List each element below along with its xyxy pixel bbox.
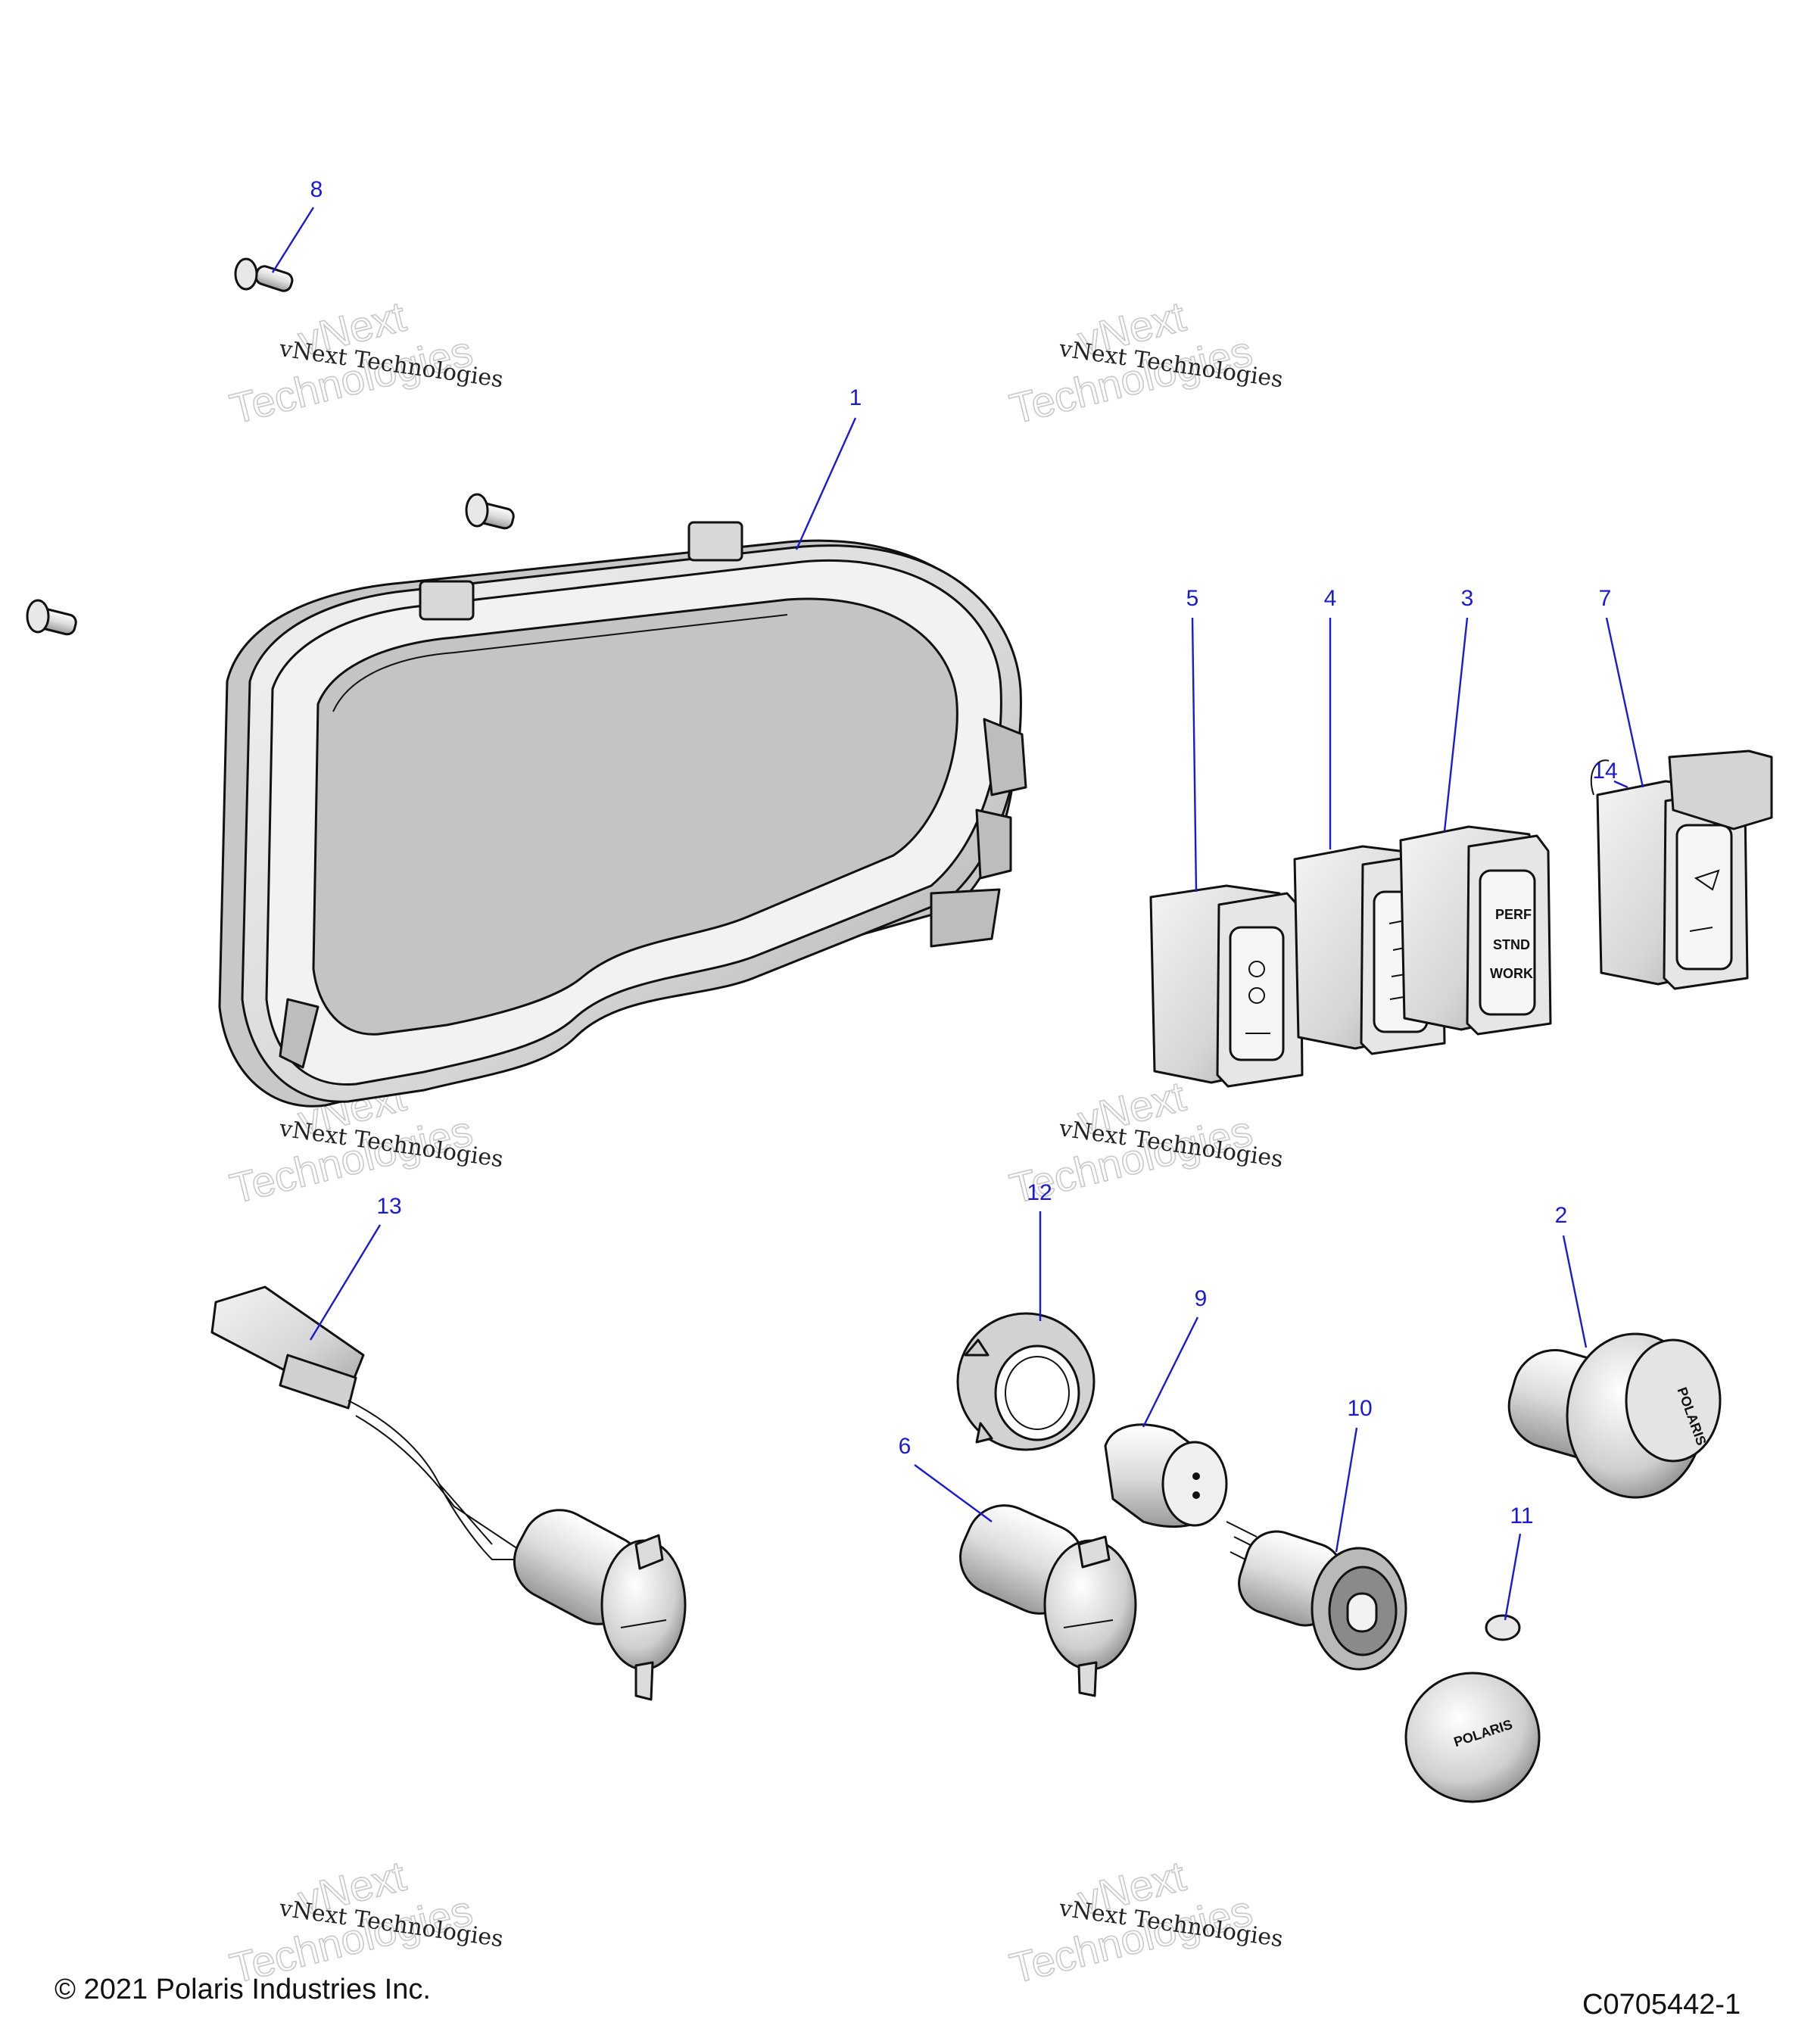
callout-4: 4 xyxy=(1324,586,1337,849)
callout-number: 14 xyxy=(1592,759,1617,784)
switch-3-label-work: WORK xyxy=(1490,966,1533,981)
callout-number: 5 xyxy=(1186,586,1199,611)
callout-number: 8 xyxy=(310,177,323,202)
callout-2: 2 xyxy=(1555,1203,1588,1348)
screw xyxy=(465,493,515,530)
instrument-cluster xyxy=(218,521,1027,1108)
callout-8: 8 xyxy=(271,177,323,273)
callout-leader-line xyxy=(271,207,315,273)
watermark: Technologies vNext vNext Technologies xyxy=(225,291,505,433)
callout-leader-line xyxy=(1504,1533,1522,1621)
watermark: Technologies vNext vNext Technologies xyxy=(225,1851,505,1993)
callout-number: 3 xyxy=(1461,586,1474,611)
callout-leader-line xyxy=(1443,617,1469,832)
power-socket xyxy=(959,1504,1137,1697)
callout-12: 12 xyxy=(1027,1180,1052,1321)
rocker-switch-7 xyxy=(1590,749,1773,990)
usb-charger xyxy=(1226,1521,1407,1671)
callout-leader-line xyxy=(795,417,857,550)
power-harness xyxy=(210,1285,687,1701)
callout-leader-line xyxy=(1142,1316,1199,1428)
callout-11: 11 xyxy=(1504,1503,1534,1621)
watermark: Technologies vNext vNext Technologies xyxy=(1005,1851,1285,1993)
power-socket-harness-end xyxy=(513,1509,687,1701)
switch-3-label-perf: PERF xyxy=(1495,907,1532,922)
callout-number: 7 xyxy=(1599,586,1612,611)
key-switch: POLARIS xyxy=(1507,1332,1722,1499)
callout-number: 12 xyxy=(1027,1180,1052,1205)
screw xyxy=(26,599,77,636)
switch-3-label-stnd: STND xyxy=(1493,937,1530,952)
usb-cap: POLARIS xyxy=(1404,1614,1541,1803)
callout-leader-line xyxy=(1605,617,1644,788)
diagram-number: C0705442-1 xyxy=(1582,1989,1741,2021)
callout-6: 6 xyxy=(899,1434,993,1522)
rocker-switch-3: PERF STND WORK xyxy=(1399,825,1552,1036)
knob xyxy=(1104,1423,1228,1528)
screw xyxy=(234,257,294,292)
callout-leader-line xyxy=(1613,780,1628,789)
callout-leader-line xyxy=(1191,617,1198,893)
rocker-switch-5 xyxy=(1149,884,1304,1088)
callout-leader-line xyxy=(1562,1235,1588,1348)
callout-number: 4 xyxy=(1324,586,1337,611)
watermark: Technologies vNext vNext Technologies xyxy=(1005,291,1285,433)
callout-number: 2 xyxy=(1555,1203,1568,1228)
callout-1: 1 xyxy=(795,385,862,550)
callout-leader-line xyxy=(309,1224,382,1341)
callout-leader-line xyxy=(914,1464,993,1522)
callout-3: 3 xyxy=(1443,586,1474,832)
copyright-text: © 2021 Polaris Industries Inc. xyxy=(55,1974,431,2005)
callout-number: 13 xyxy=(376,1194,401,1219)
callout-number: 6 xyxy=(899,1434,912,1459)
callout-number: 11 xyxy=(1510,1503,1533,1528)
callout-number: 1 xyxy=(849,385,862,410)
callout-10: 10 xyxy=(1335,1396,1373,1553)
callout-5: 5 xyxy=(1186,586,1199,893)
callout-14: 14 xyxy=(1592,759,1628,789)
callout-9: 9 xyxy=(1142,1286,1208,1428)
lock-ring xyxy=(956,1312,1095,1451)
callout-leader-line xyxy=(1335,1427,1358,1553)
callout-number: 10 xyxy=(1347,1396,1372,1421)
callout-number: 9 xyxy=(1195,1286,1208,1311)
callout-13: 13 xyxy=(309,1194,402,1341)
callout-7: 7 xyxy=(1599,586,1644,788)
